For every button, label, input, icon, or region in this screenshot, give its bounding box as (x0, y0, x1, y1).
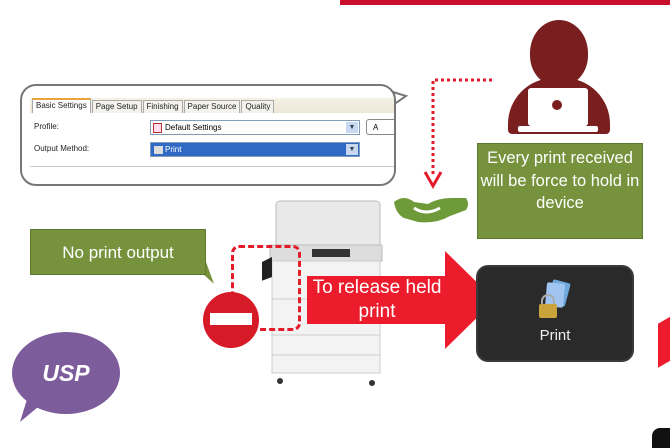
tab-basic-settings[interactable]: Basic Settings (32, 98, 91, 113)
tab-quality[interactable]: Quality (241, 100, 275, 113)
profile-label: Profile: (34, 122, 59, 131)
hand-icon (394, 198, 468, 223)
laptop-logo (552, 100, 562, 110)
printer-icon (154, 146, 163, 154)
output-method-label: Output Method: (34, 144, 90, 153)
profile-value: Default Settings (165, 123, 222, 132)
tab-finishing[interactable]: Finishing (142, 100, 183, 113)
print-settings-callout: Basic Settings Page Setup Finishing Pape… (20, 84, 396, 186)
no-entry-bar (210, 313, 252, 325)
chevron-down-icon: ▼ (346, 122, 358, 133)
output-tray-highlight (231, 245, 301, 331)
print-label: Print (539, 327, 571, 344)
user-icon-head (530, 20, 588, 86)
next-arrow-fragment (658, 312, 670, 368)
release-arrow: To release held print (307, 276, 447, 324)
divider (30, 166, 394, 167)
chevron-down-icon: ▼ (346, 144, 358, 155)
profile-side-button[interactable]: A (366, 119, 394, 135)
no-output-note: No print output (30, 229, 206, 275)
settings-tabs: Basic Settings Page Setup Finishing Pape… (30, 98, 394, 113)
corner-element (652, 428, 670, 448)
profile-select[interactable]: Default Settings ▼ (150, 120, 360, 135)
secure-print-icon (539, 279, 571, 318)
laptop-base (518, 126, 598, 132)
print-release-button[interactable]: Print (476, 265, 634, 362)
profile-icon (153, 123, 162, 133)
hold-note: Every print received will be force to ho… (477, 143, 643, 239)
top-accent-line (340, 0, 670, 5)
tab-paper-source[interactable]: Paper Source (183, 100, 241, 113)
output-method-value: Print (165, 145, 182, 154)
output-method-select[interactable]: Print ▼ (150, 142, 360, 157)
usp-logo: USP (12, 332, 120, 414)
dotted-flow-arrow (423, 78, 492, 190)
tab-page-setup[interactable]: Page Setup (91, 100, 142, 113)
